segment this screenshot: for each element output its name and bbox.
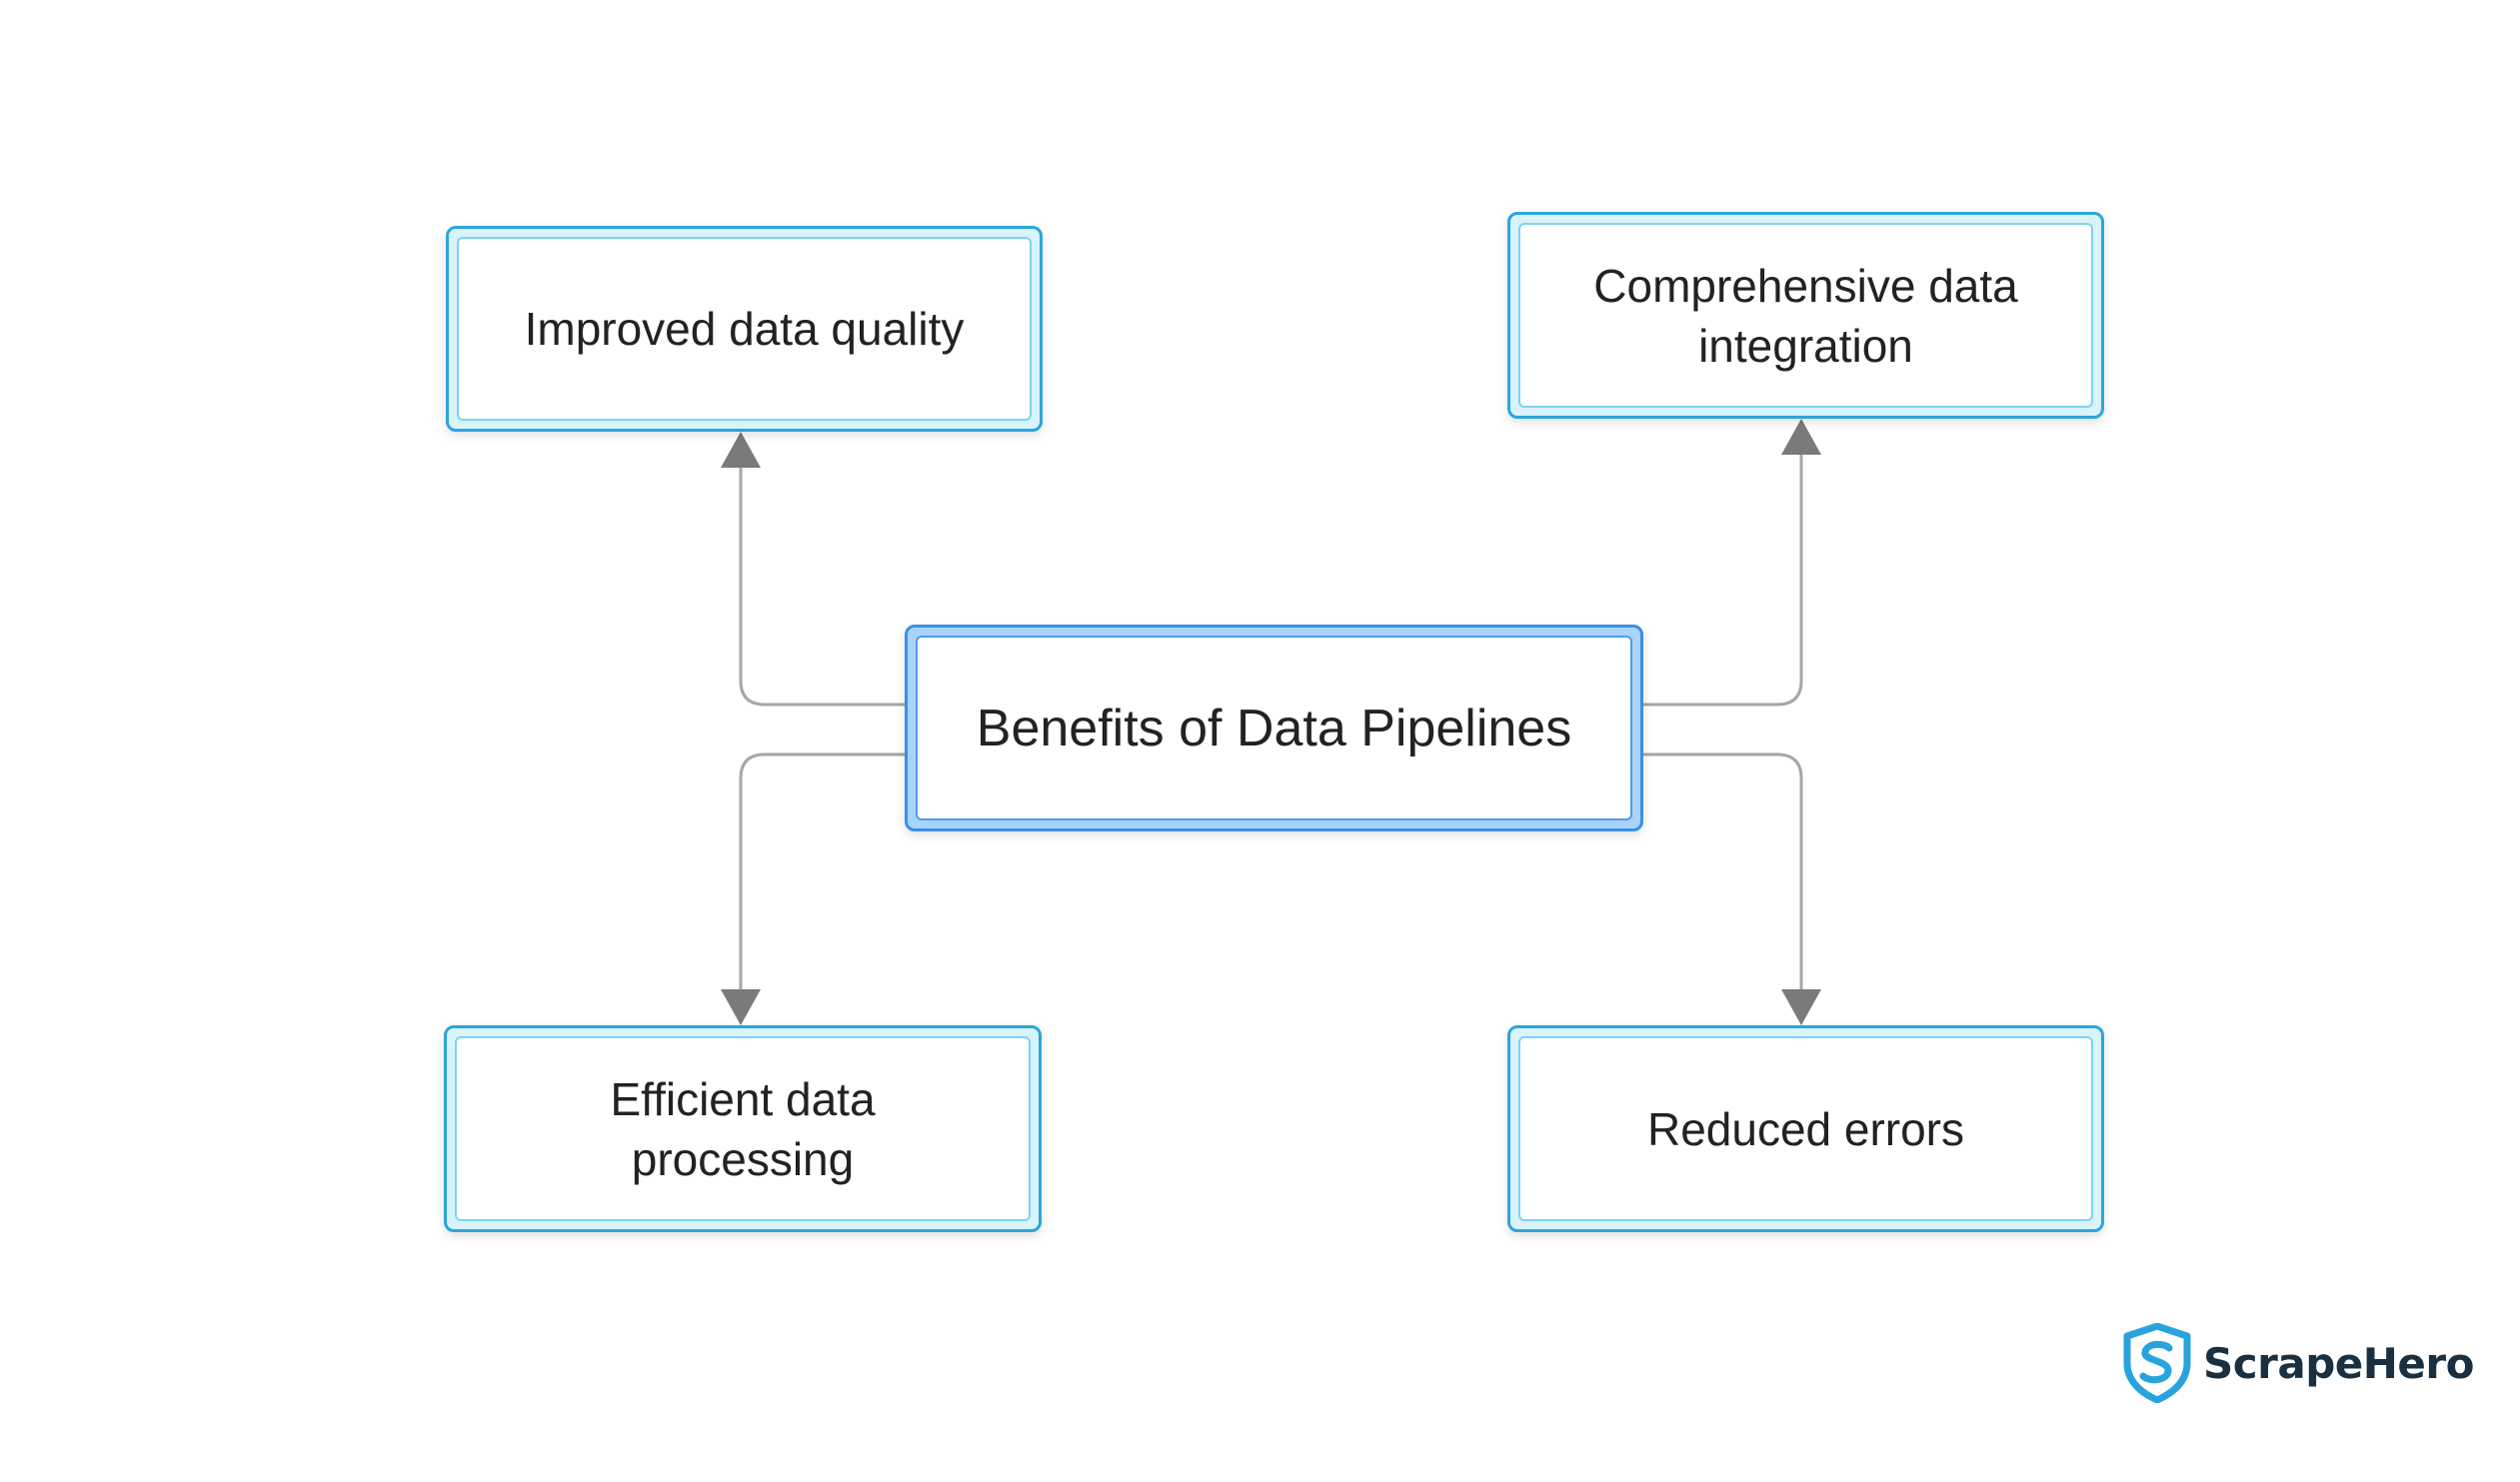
scrapehero-logo: ScrapeHero: [2121, 1323, 2474, 1403]
arrowhead-down-icon: [721, 989, 761, 1025]
benefit-node-comprehensive-data-integration: Comprehensive data integration: [1507, 212, 2104, 419]
benefit-label: Comprehensive data integration: [1518, 223, 2093, 408]
shield-s-logo-icon: [2123, 1323, 2191, 1403]
center-node-benefits-of-data-pipelines: Benefits of Data Pipelines: [905, 625, 1643, 831]
logo-wordmark: ScrapeHero: [2203, 1338, 2474, 1388]
arrowhead-down-icon: [1781, 989, 1821, 1025]
connector-improved-data-quality: [739, 468, 905, 707]
arrowhead-up-icon: [721, 432, 761, 468]
benefit-node-efficient-data-processing: Efficient data processing: [444, 1025, 1042, 1232]
connector-reduced-errors: [1637, 752, 1803, 989]
connector-comprehensive-data-integration: [1637, 455, 1803, 707]
benefit-label: Improved data quality: [457, 237, 1032, 421]
benefit-label: Efficient data processing: [455, 1036, 1031, 1221]
benefit-node-reduced-errors: Reduced errors: [1507, 1025, 2104, 1232]
arrowhead-up-icon: [1781, 419, 1821, 455]
connector-efficient-data-processing: [739, 752, 905, 989]
benefit-node-improved-data-quality: Improved data quality: [446, 226, 1043, 432]
center-label: Benefits of Data Pipelines: [916, 636, 1632, 820]
benefit-label: Reduced errors: [1518, 1036, 2093, 1221]
